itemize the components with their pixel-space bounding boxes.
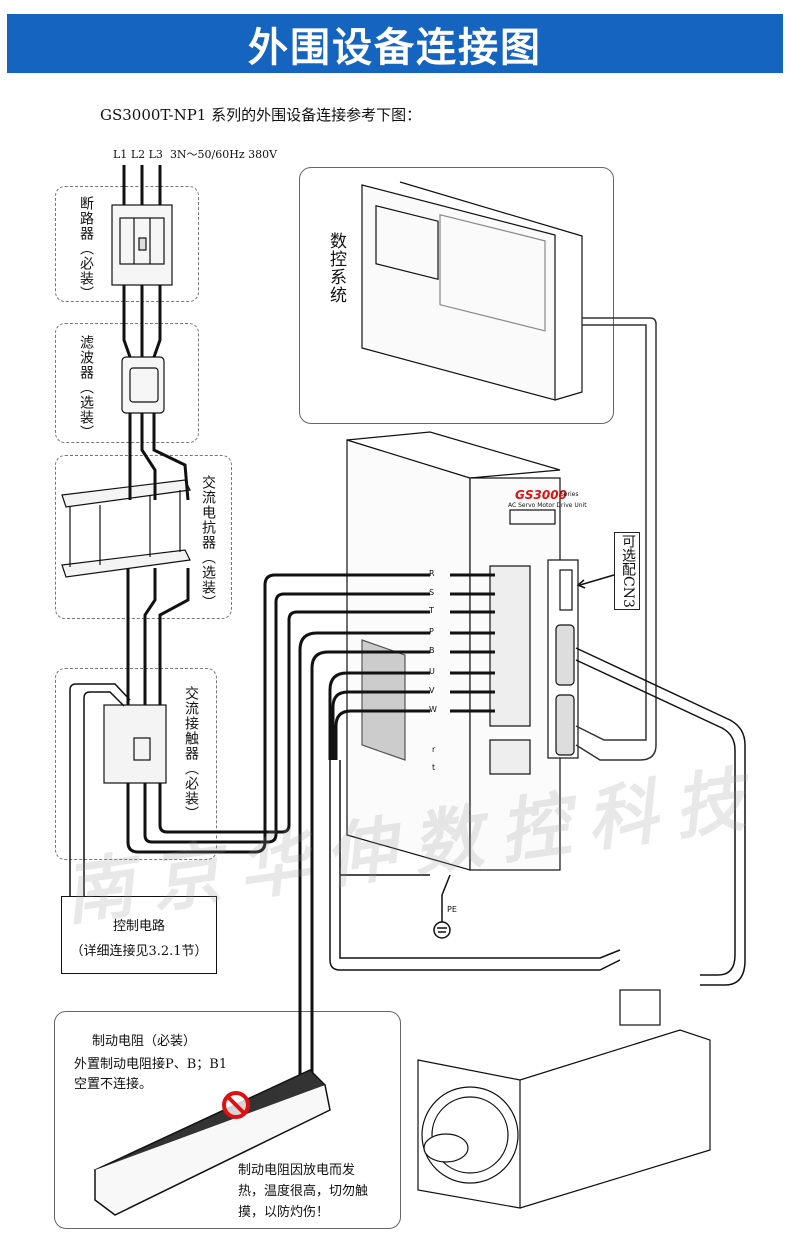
wire-t <box>158 610 430 834</box>
ac-contactor <box>103 704 167 784</box>
brake-resistor-title: 制动电阻（必装） <box>92 1034 197 1049</box>
terminal-w: W <box>429 705 437 714</box>
breaker-box <box>55 186 199 302</box>
terminal-p: P <box>429 627 434 636</box>
cnc-panel <box>361 181 583 401</box>
terminal-v: V <box>429 686 435 695</box>
terminal-t-ctrl: t <box>432 763 436 772</box>
ac-reactor <box>61 479 191 578</box>
filter-label: 滤波器（选装） <box>78 335 94 440</box>
supply-label: L1 L2 L3 3N～50/60Hz 380V <box>113 146 277 162</box>
circuit-breaker <box>111 204 173 286</box>
control-circuit-box: 控制电路 （详细连接见3.2.1节） <box>61 896 217 974</box>
control-circuit-title: 控制电路 <box>112 919 165 934</box>
wire-s <box>143 592 430 844</box>
drive-subtitle: AC Servo Motor Drive Unit <box>508 502 587 509</box>
terminal-r-ctrl: r <box>432 745 436 754</box>
filter-box <box>55 323 199 443</box>
brake-resistor-box <box>54 1011 401 1229</box>
terminal-s: S <box>429 588 435 597</box>
brake-resistor-warning: 制动电阻因放电而发热，温度很高，切勿触摸，以防灼伤！ <box>238 1163 369 1220</box>
pe-label: PE <box>447 905 457 914</box>
intro-text: GS3000T-NP1 系列的外围设备连接参考下图： <box>100 106 422 124</box>
terminal-u: U <box>429 667 435 676</box>
drive-series: Series <box>560 491 579 498</box>
supply-spec: 3N～50/60Hz 380V <box>169 148 278 161</box>
control-circuit-note: （详细连接见3.2.1节） <box>70 944 208 959</box>
contactor-box <box>55 668 217 860</box>
terminal-b: B <box>429 646 435 655</box>
cnc-label: 数控系统 <box>326 232 346 304</box>
phase-l1: L1 <box>113 148 128 161</box>
contactor-label: 交流接触器（必装） <box>183 686 199 821</box>
wire-b <box>310 650 430 1085</box>
servo-motor <box>417 989 711 1209</box>
terminal-r: R <box>429 569 435 578</box>
reactor-label: 交流电抗器（选装） <box>200 475 216 610</box>
wire-u <box>328 671 430 760</box>
title-banner: 外围设备连接图 <box>7 14 783 73</box>
breaker-label: 断路器（必装） <box>78 196 94 301</box>
wire-p <box>298 631 430 1085</box>
brake-resistor <box>93 1069 331 1216</box>
cnc-box <box>299 167 614 424</box>
page-title: 外围设备连接图 <box>248 24 542 71</box>
terminal-t: T <box>429 606 434 615</box>
wire-r <box>126 573 430 854</box>
phase-l2: L2 <box>130 148 146 161</box>
line-filter <box>121 356 165 414</box>
brake-resistor-note: 外置制动电阻接P、B；B1空置不连接。 <box>74 1057 228 1092</box>
drive-brand: GS3000 <box>515 488 567 502</box>
cn3-label: 可选配CN3 <box>614 532 640 610</box>
phase-l3: L3 <box>148 148 163 161</box>
